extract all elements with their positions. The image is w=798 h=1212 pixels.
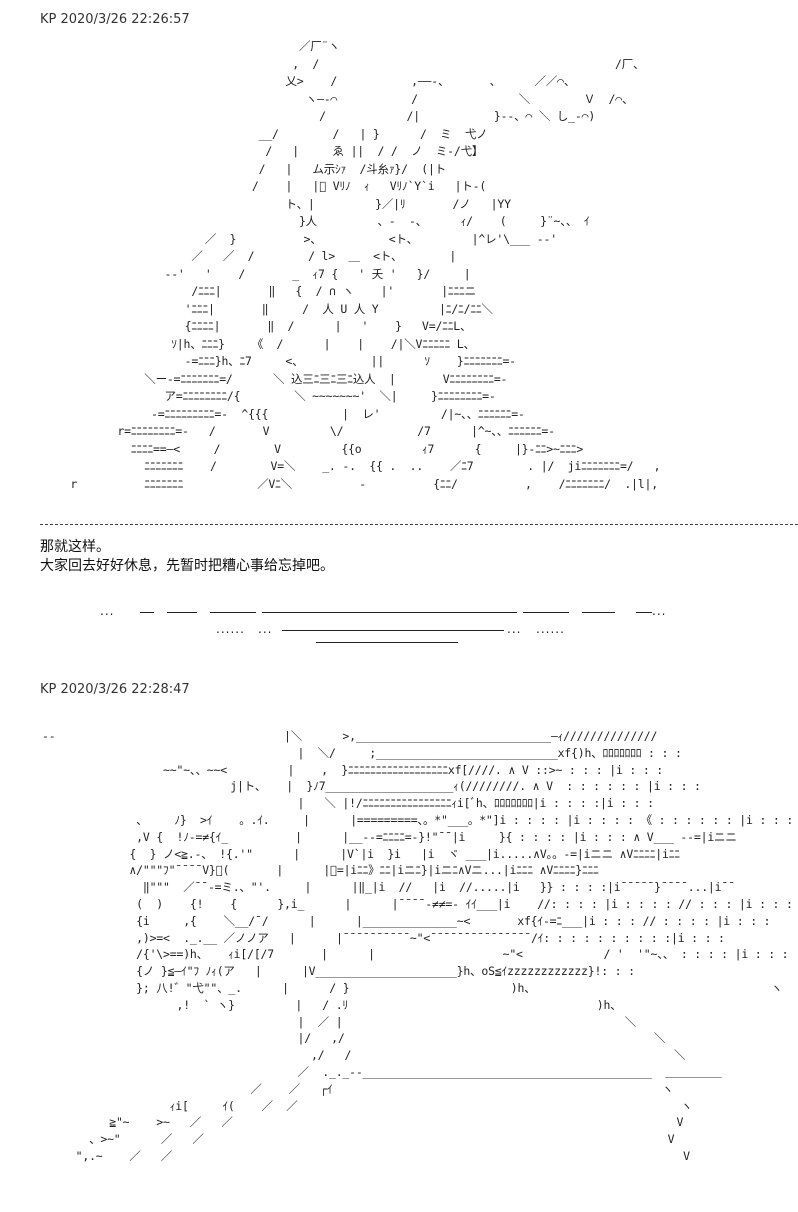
- ellipsis-mark: ......: [216, 622, 245, 636]
- silence-dash-row-1: ... ...: [0, 604, 798, 620]
- dialogue-line-1: 那就这样。: [40, 539, 110, 555]
- post-header-2: KP 2020/3/26 22:28:47: [40, 682, 190, 697]
- ascii-art-scene-1: ／厂¨ヽ , / /厂、 乂> / ,——-、 、 ／／⌒、: [70, 39, 661, 491]
- section-divider: [40, 524, 798, 525]
- ellipsis-mark: ...: [507, 622, 522, 636]
- dash-line: [582, 612, 615, 613]
- ellipsis-mark: ...: [100, 604, 115, 618]
- dash-line: [210, 612, 256, 613]
- ascii-art-scene-2: -‐ |＼ >,_____________________________—ｨ/…: [42, 729, 794, 1163]
- dash-line: [140, 612, 154, 613]
- dash-line: [282, 630, 504, 631]
- post-header-1: KP 2020/3/26 22:26:57: [40, 12, 190, 27]
- ellipsis-mark: ...: [258, 622, 273, 636]
- dash-line: [316, 642, 458, 643]
- dialogue-line-2: 大家回去好好休息，先暂时把糟心事给忘掉吧。: [40, 558, 334, 574]
- dash-line: [636, 612, 652, 613]
- dash-line: [523, 612, 569, 613]
- silence-dash-row-3: [0, 636, 798, 650]
- dash-line: [167, 612, 197, 613]
- ellipsis-mark: ...: [652, 604, 667, 618]
- ellipsis-mark: ......: [536, 622, 565, 636]
- silence-dash-row-2: ...... ... ... ......: [0, 622, 798, 638]
- dash-line: [262, 612, 517, 613]
